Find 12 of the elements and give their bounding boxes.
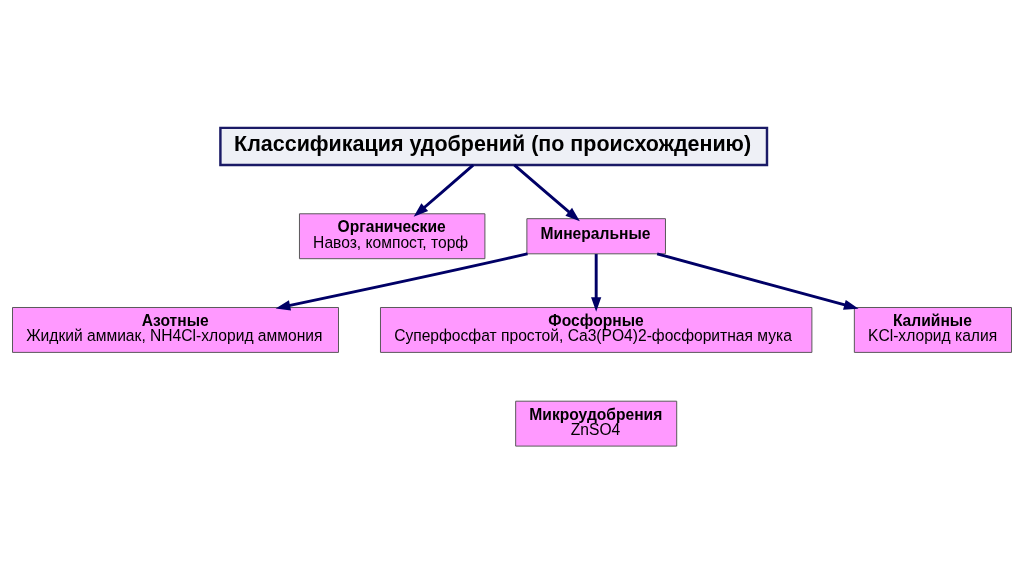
arrow: [513, 164, 580, 222]
node-box: Органические Навоз, компост, торф: [299, 213, 486, 260]
node-box: Минеральные: [526, 218, 666, 255]
node-box: Фосфорные Суперфосфат простой, Ca3(PO4)2-фосфоритная мука: [380, 307, 813, 353]
node-box: Классификация удобрений (по происхождению): [219, 126, 769, 167]
node-box: Микроудобрения ZnSO4: [515, 400, 678, 447]
node-box: Азотные Жидкий аммиак, NH4Cl-хлорид аммония: [12, 307, 339, 353]
arrow: [656, 252, 859, 310]
arrow: [591, 254, 602, 312]
arrow: [413, 164, 475, 217]
arrow: [275, 252, 528, 311]
node-box: Калийные KCl-хлорид калия: [853, 307, 1012, 353]
